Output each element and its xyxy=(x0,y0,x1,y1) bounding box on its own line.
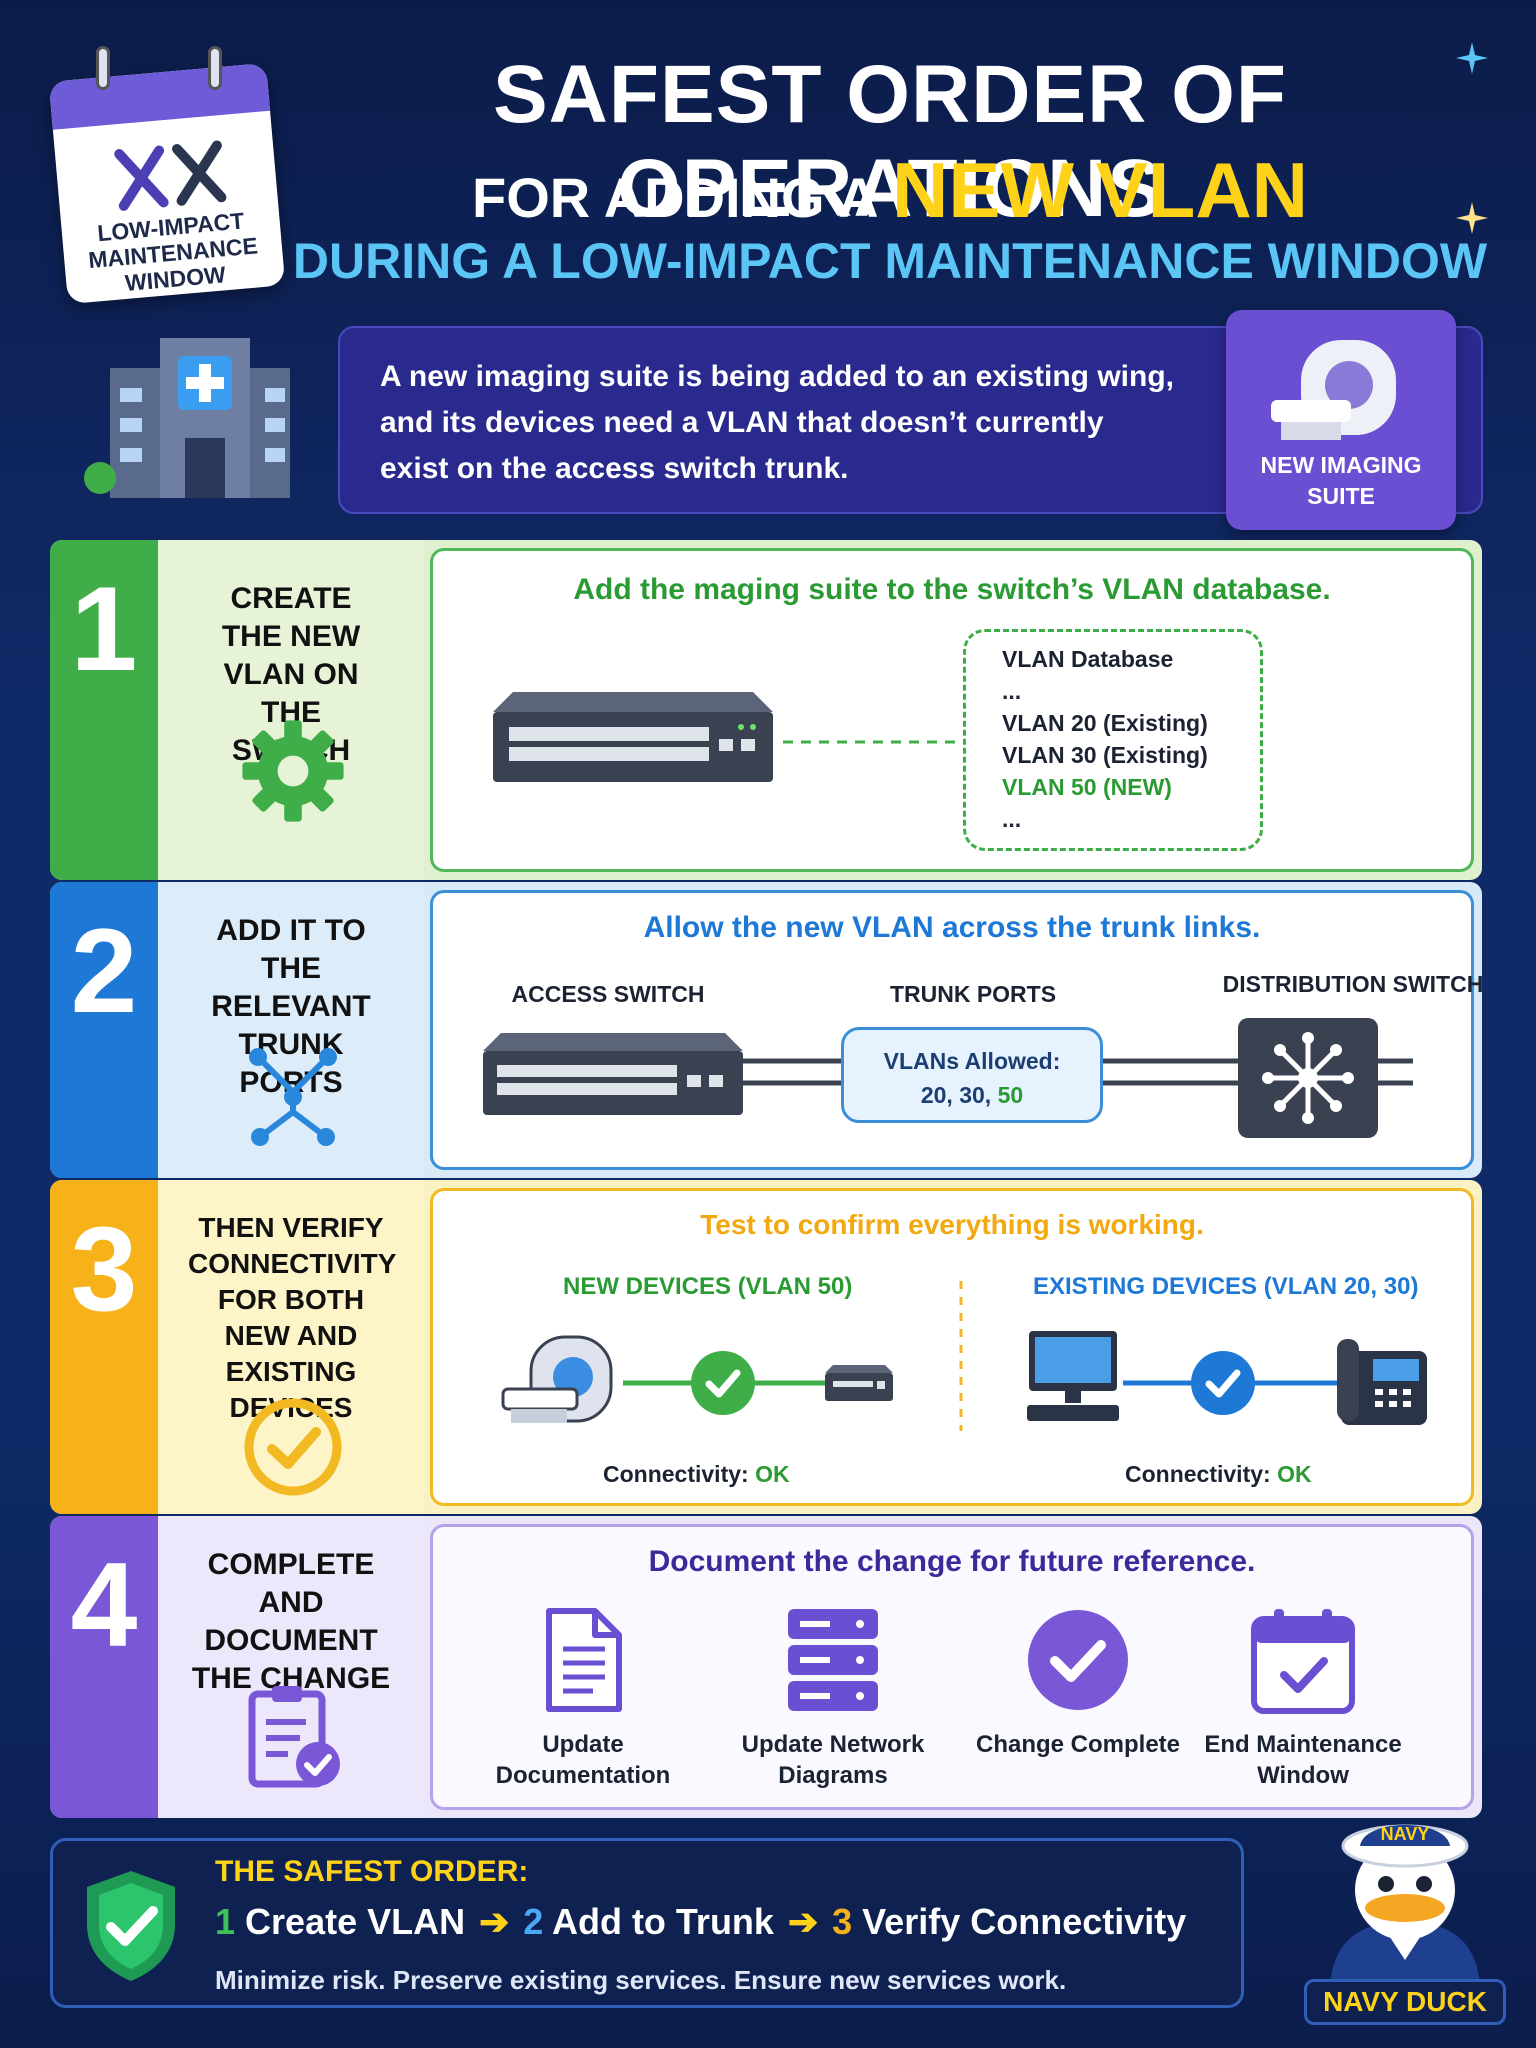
hospital-building-icon xyxy=(84,338,290,498)
access-switch-label: ACCESS SWITCH xyxy=(511,981,705,1007)
footer-steps: 1 Create VLAN➔2 Add to Trunk➔3 Verify Co… xyxy=(215,1901,1187,1942)
vlan-database-box: VLAN Database ... VLAN 20 (Existing) VLA… xyxy=(963,629,1263,851)
step-number: 3 xyxy=(50,1180,158,1514)
gear-icon xyxy=(242,720,344,822)
db-line: VLAN 20 (Existing) xyxy=(1002,710,1208,736)
item-label: Change Complete xyxy=(975,1731,1181,1758)
item-label: Update Documentation xyxy=(495,1731,671,1789)
check-circle-icon xyxy=(244,1398,342,1496)
db-line-new: VLAN 50 (NEW) xyxy=(1002,774,1172,800)
db-line: ... xyxy=(1002,678,1022,704)
network-switch-icon xyxy=(493,692,773,782)
db-title: VLAN Database xyxy=(1002,646,1174,672)
step-title: ADD IT TO THE RELEVANT TRUNK PORTS xyxy=(211,914,371,1099)
title-highlight: NEW VLAN xyxy=(892,146,1308,234)
server-rack-icon xyxy=(788,1609,878,1711)
network-topology-icon xyxy=(249,1048,337,1146)
distribution-switch-label: DISTRIBUTION SWITCH xyxy=(1222,971,1482,997)
new-devices-connectivity: Connectivity: OK xyxy=(603,1461,790,1487)
step-4: 4 COMPLETE AND DOCUMENT THE CHANGE Docum… xyxy=(50,1516,1482,1818)
step-heading: Test to confirm everything is working. xyxy=(700,1209,1204,1240)
item-label: Update Network Diagrams xyxy=(741,1731,925,1789)
allowed-label: VLANs Allowed: xyxy=(883,1048,1061,1074)
maintenance-calendar-badge: LOW-IMPACT MAINTENANCE WINDOW xyxy=(48,46,286,305)
imaging-suite-card: NEW IMAGING SUITE xyxy=(1226,310,1456,530)
ip-phone-icon xyxy=(1337,1339,1427,1425)
sparkle-icon xyxy=(1456,42,1488,74)
step-title: COMPLETE AND DOCUMENT THE CHANGE xyxy=(191,1548,391,1695)
title-line-1: SAFEST ORDER OF OPERATIONS xyxy=(492,49,1288,234)
hat-text: NAVY xyxy=(1381,1824,1430,1844)
db-line: VLAN 30 (Existing) xyxy=(1002,742,1208,768)
access-switch-icon xyxy=(483,1033,743,1115)
suite-label: NEW IMAGING SUITE xyxy=(1260,452,1422,509)
trunk-ports-label: TRUNK PORTS xyxy=(889,981,1057,1007)
title-line-2: FOR ADDING A NEW VLAN xyxy=(472,146,1308,234)
duck-mascot-icon: NAVY xyxy=(1330,1824,1480,1985)
intro-text: A new imaging suite is being added to an… xyxy=(380,360,1174,485)
shield-check-icon xyxy=(87,1871,175,1981)
update-diagrams-item: Update Network Diagrams xyxy=(723,1605,943,1791)
step-1: 1 CREATE THE NEW VLAN ON THE SWITCH Add … xyxy=(50,540,1482,880)
calendar-check-icon xyxy=(1251,1609,1355,1714)
update-documentation-item: Update Documentation xyxy=(473,1605,693,1791)
step-heading: Allow the new VLAN across the trunk link… xyxy=(643,911,1261,944)
step-heading: Add the maging suite to the switch’s VLA… xyxy=(573,573,1331,606)
step-3: 3 THEN VERIFY CONNECTIVITY FOR BOTH NEW … xyxy=(50,1180,1482,1514)
step-number: 1 xyxy=(50,540,158,880)
existing-devices-label: EXISTING DEVICES (VLAN 20, 30) xyxy=(1033,1273,1419,1300)
new-devices-label: NEW DEVICES (VLAN 50) xyxy=(563,1273,853,1300)
item-label: End Maintenance Window xyxy=(1204,1731,1402,1789)
check-icon xyxy=(691,1351,755,1415)
distribution-switch-icon xyxy=(1238,1018,1378,1138)
badge-text: LOW-IMPACT MAINTENANCE WINDOW xyxy=(87,207,259,296)
step-2: 2 ADD IT TO THE RELEVANT TRUNK PORTS All… xyxy=(50,882,1482,1178)
vlans-allowed-box: VLANs Allowed: 20, 30, 50 xyxy=(841,1027,1103,1123)
summary-footer: THE SAFEST ORDER: 1 Create VLAN➔2 Add to… xyxy=(50,1838,1244,2008)
document-icon xyxy=(546,1608,622,1712)
footer-subtext: Minimize risk. Preserve existing service… xyxy=(215,1965,1067,1995)
desktop-computer-icon xyxy=(1027,1331,1119,1421)
sparkle-icon xyxy=(1456,202,1488,234)
mascot-label: NAVY DUCK xyxy=(1304,1979,1506,2025)
clipboard-check-icon xyxy=(248,1686,340,1788)
arrow-icon: ➔ xyxy=(479,1901,510,1942)
check-icon xyxy=(1191,1351,1255,1415)
mri-scanner-icon xyxy=(1271,340,1396,440)
step-title: THEN VERIFY CONNECTIVITY FOR BOTH NEW AN… xyxy=(188,1212,397,1423)
step-number: 4 xyxy=(50,1516,158,1818)
check-circle-icon xyxy=(1028,1610,1128,1710)
tools-icon xyxy=(114,140,227,211)
title-line-3: DURING A LOW-IMPACT MAINTENANCE WINDOW xyxy=(292,233,1488,289)
step-heading: Document the change for future reference… xyxy=(648,1545,1256,1578)
existing-devices-connectivity: Connectivity: OK xyxy=(1125,1461,1312,1487)
db-line: ... xyxy=(1002,806,1022,832)
navy-duck-mascot: NAVY NAVY DUCK xyxy=(1300,1800,1510,2025)
footer-heading: THE SAFEST ORDER: xyxy=(215,1855,529,1888)
arrow-icon: ➔ xyxy=(787,1901,819,1942)
end-maintenance-item: End Maintenance Window xyxy=(1193,1605,1413,1791)
change-complete-item: Change Complete xyxy=(968,1605,1188,1760)
allowed-values: 20, 30, 50 xyxy=(920,1082,1024,1108)
mri-scanner-icon xyxy=(501,1335,613,1423)
medical-device-icon xyxy=(825,1365,893,1401)
step-number: 2 xyxy=(50,882,158,1178)
